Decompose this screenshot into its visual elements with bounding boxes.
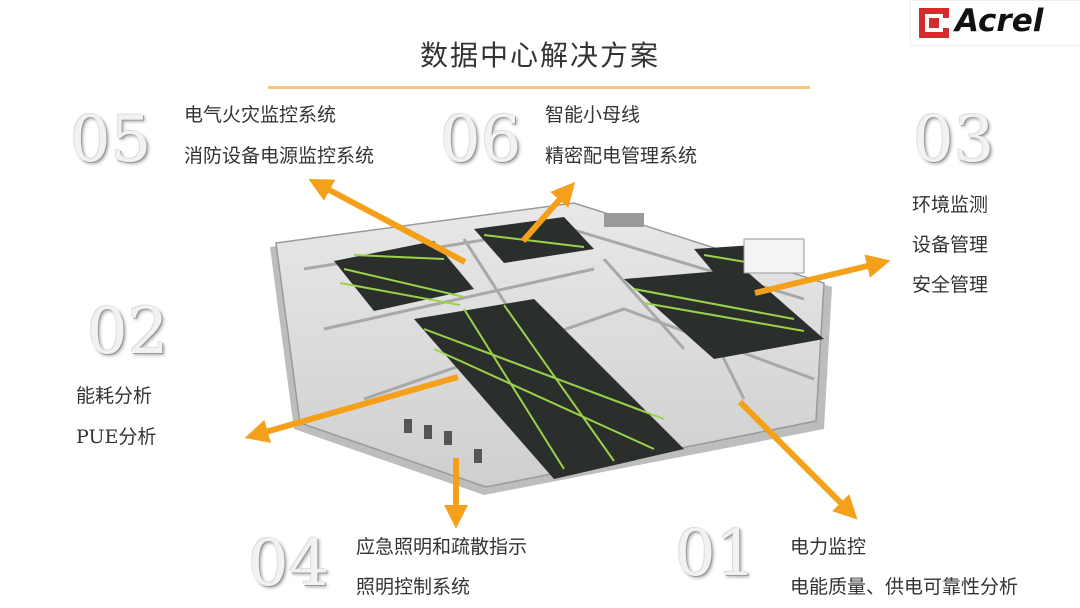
arrow-03 (754, 254, 891, 296)
section-05-line-2: 消防设备电源监控系统 (184, 145, 375, 167)
section-01-line-1: 电力监控 (790, 536, 867, 558)
section-03-line-2: 设备管理 (912, 234, 989, 256)
section-06-line-2: 精密配电管理系统 (545, 145, 698, 167)
section-05-line-1: 电气火灾监控系统 (184, 104, 337, 126)
acrel-logo: Acrel (910, 0, 1080, 46)
section-04-line-2: 照明控制系统 (356, 576, 471, 598)
section-03-line-1: 环境监测 (912, 194, 989, 216)
title-underline (268, 86, 810, 89)
section-number-02: 02 (87, 295, 169, 369)
arrow-01 (737, 399, 858, 520)
section-04-line-1: 应急照明和疏散指示 (356, 536, 528, 558)
section-number-01: 01 (675, 517, 757, 591)
section-number-06: 06 (440, 103, 522, 177)
section-06-line-1: 智能小母线 (545, 104, 641, 126)
logo-text: Acrel (955, 3, 1044, 39)
arrow-05 (308, 178, 467, 265)
section-number-03: 03 (913, 103, 995, 177)
section-02-line-2: PUE分析 (76, 426, 157, 448)
datacenter-3d-render (270, 202, 832, 495)
section-number-04: 04 (248, 527, 330, 601)
section-number-05: 05 (70, 103, 152, 177)
arrow-06 (520, 181, 576, 243)
page-title: 数据中心解决方案 (419, 39, 660, 72)
section-03-line-3: 安全管理 (912, 274, 989, 296)
acrel-logo-mark-icon (919, 8, 949, 38)
section-01-line-2: 电能质量、供电可靠性分析 (790, 576, 1019, 598)
arrow-02 (244, 374, 459, 443)
section-02-line-1: 能耗分析 (76, 385, 153, 407)
